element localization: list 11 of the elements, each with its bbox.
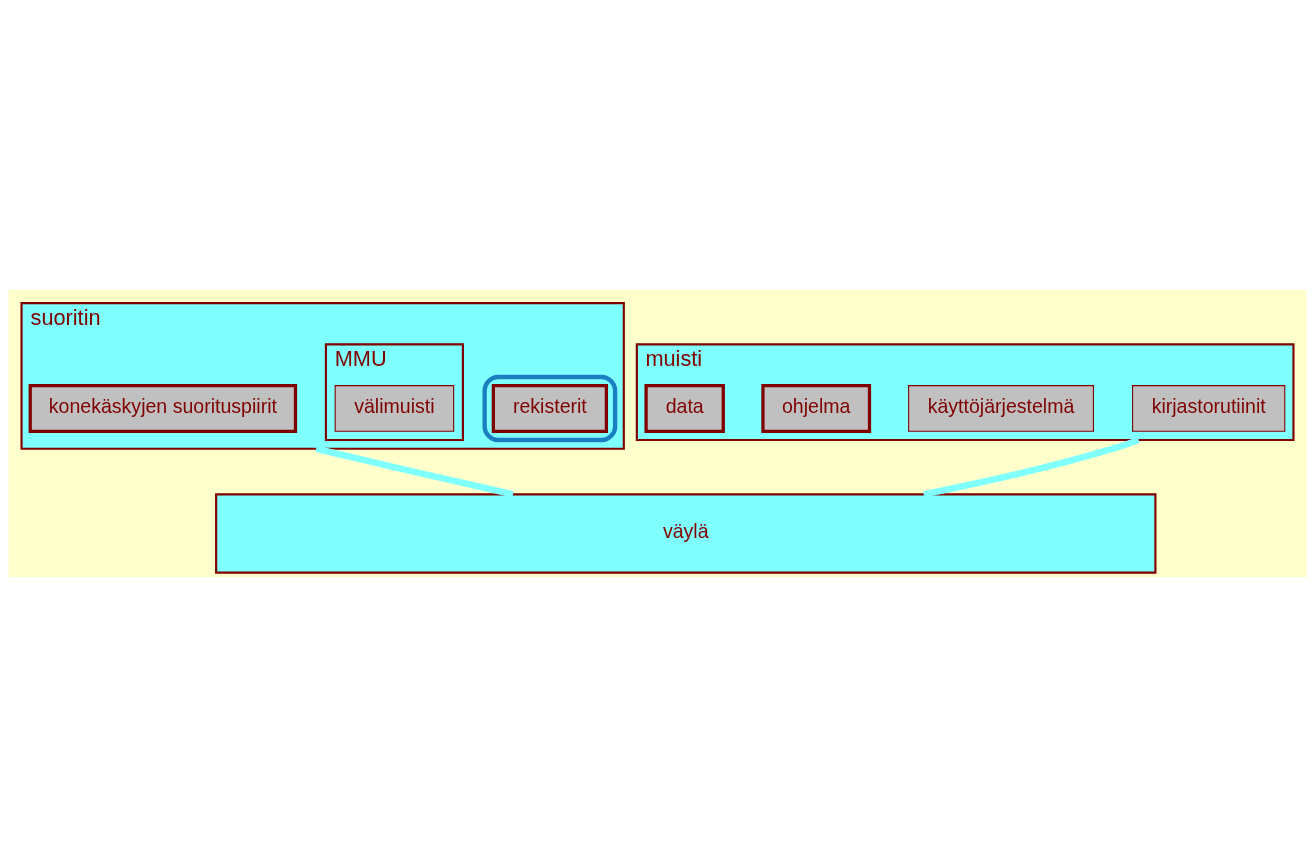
node-box: ohjelma (761, 384, 872, 433)
node-box: kirjastorutiinit (1132, 385, 1286, 432)
node-box: käyttöjärjestelmä (908, 385, 1094, 432)
node-box: rekisterit (491, 384, 609, 433)
node-box: väylä (215, 493, 1157, 574)
connector (923, 436, 1140, 498)
connector (315, 445, 514, 498)
node-box: data (644, 384, 725, 433)
node-box: konekäskyjen suorituspiirit (28, 384, 298, 433)
node-box: välimuisti (334, 385, 455, 432)
cluster (482, 374, 618, 443)
